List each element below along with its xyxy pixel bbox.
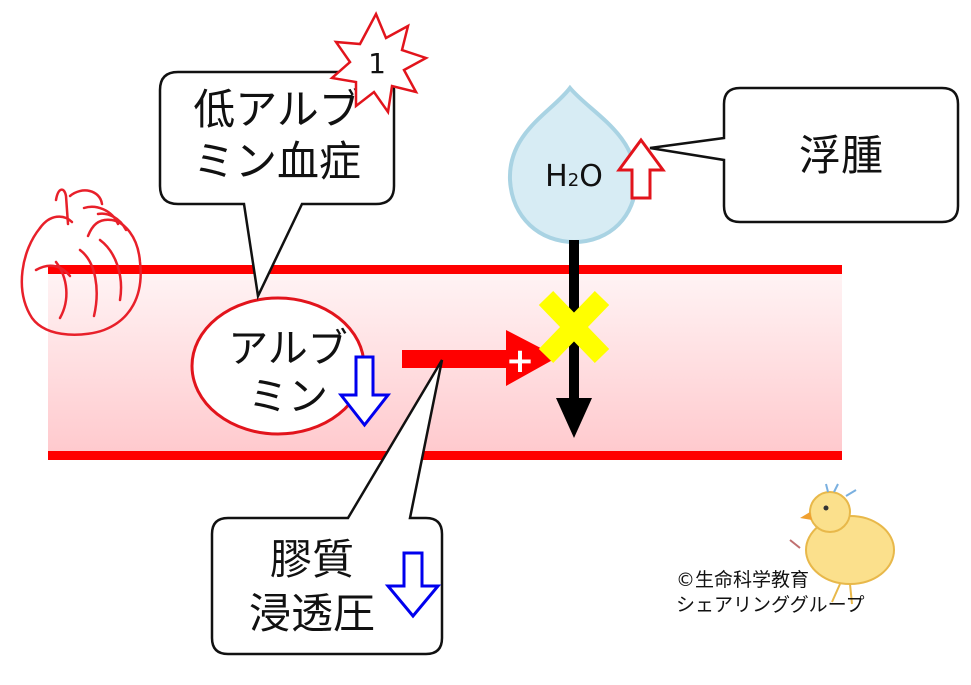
credit-line1: ©生命科学教育 xyxy=(676,569,809,591)
oncotic-decrease-arrow-icon xyxy=(384,551,442,619)
heart-icon xyxy=(20,188,142,336)
oncotic-pressure-arrow: + xyxy=(402,330,558,386)
albumin-label-line2: ミン xyxy=(248,374,328,420)
blocked-x-icon xyxy=(538,291,610,363)
vessel-lower-wall xyxy=(48,451,842,460)
albumin: アルブ ミン xyxy=(190,296,366,436)
number-badge: 1 xyxy=(329,11,430,116)
chick-mascot-icon xyxy=(789,483,895,605)
callout-oncotic-pressure-line2: 浸透圧 xyxy=(249,589,375,638)
callout-hypoalbuminemia-line2: ミン血症 xyxy=(193,137,361,186)
vessel-upper-wall xyxy=(48,265,842,274)
albumin-label-line1: アルブ xyxy=(228,326,348,372)
water-formula: H2O xyxy=(545,159,603,194)
callout-edema: 浮腫 xyxy=(649,86,960,224)
callout-hypoalbuminemia: 低アルブ ミン血症 xyxy=(158,70,396,301)
callout-oncotic-pressure-line1: 膠質 xyxy=(270,535,354,584)
callout-hypoalbuminemia-line1: 低アルブ xyxy=(193,85,361,134)
credit-line2: シェアリンググループ xyxy=(676,594,864,616)
water-drop: H2O xyxy=(507,84,639,245)
albumin-decrease-arrow-icon xyxy=(337,355,392,428)
callout-edema-label: 浮腫 xyxy=(799,131,883,180)
badge-number: 1 xyxy=(368,47,386,80)
water-increase-arrow-icon xyxy=(616,137,666,200)
plus-sign: + xyxy=(506,341,535,381)
callout-oncotic-pressure: 膠質 浸透圧 xyxy=(210,359,444,656)
